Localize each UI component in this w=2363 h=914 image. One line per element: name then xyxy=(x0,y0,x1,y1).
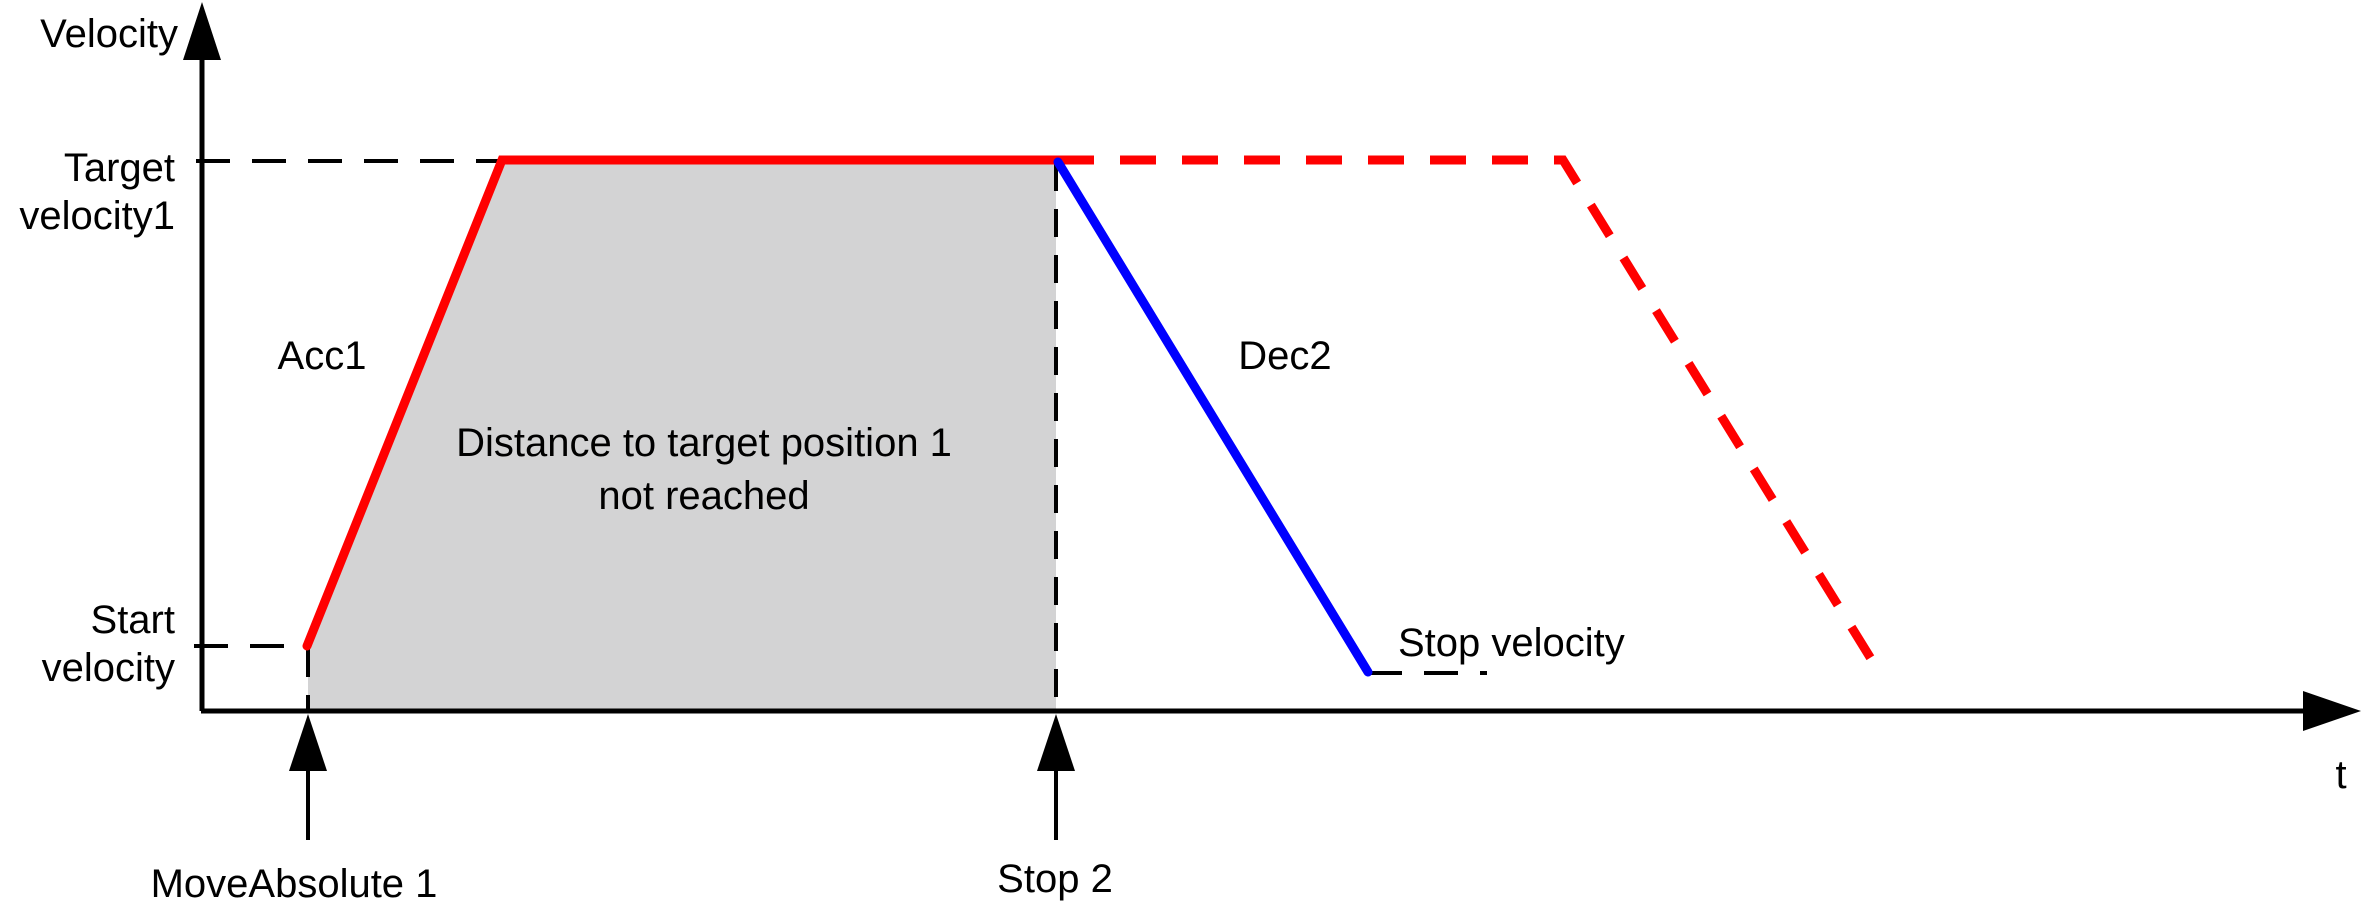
y-axis-label: Velocity xyxy=(40,12,178,56)
velocity-profile-red-line xyxy=(302,155,1063,651)
x-axis-arrowhead-icon xyxy=(2303,691,2361,731)
start-velocity-label-line2: velocity xyxy=(42,646,175,690)
distance-area-label-line1: Distance to target position 1 xyxy=(456,421,952,465)
start-velocity-label-line1: Start xyxy=(91,598,175,642)
distance-area-label-line2: not reached xyxy=(598,474,809,518)
target-velocity-label-line1: Target xyxy=(64,146,175,190)
stop-deceleration-blue-line xyxy=(1053,157,1373,677)
interrupted-profile-group xyxy=(1058,155,1877,665)
executed-profile-group xyxy=(302,155,1063,651)
target-velocity-label-line2: velocity1 xyxy=(19,194,175,238)
move-absolute-event-arrowhead-icon xyxy=(289,714,327,771)
distance-not-reached-area xyxy=(308,161,1056,710)
y-axis-arrowhead-icon xyxy=(183,2,221,60)
stop-event-arrowhead-icon xyxy=(1037,714,1075,771)
x-axis-label: t xyxy=(2335,753,2346,797)
move-absolute-event-label: MoveAbsolute 1 xyxy=(151,862,438,906)
stop-velocity-label: Stop velocity xyxy=(1398,621,1625,665)
deceleration-label: Dec2 xyxy=(1238,334,1331,378)
interrupted-profile-dashed-line xyxy=(1058,155,1877,665)
distance-area-group xyxy=(308,161,1056,710)
stop-deceleration-group xyxy=(1053,157,1373,677)
stop-event-label: Stop 2 xyxy=(997,857,1113,901)
acceleration-label: Acc1 xyxy=(278,334,367,378)
